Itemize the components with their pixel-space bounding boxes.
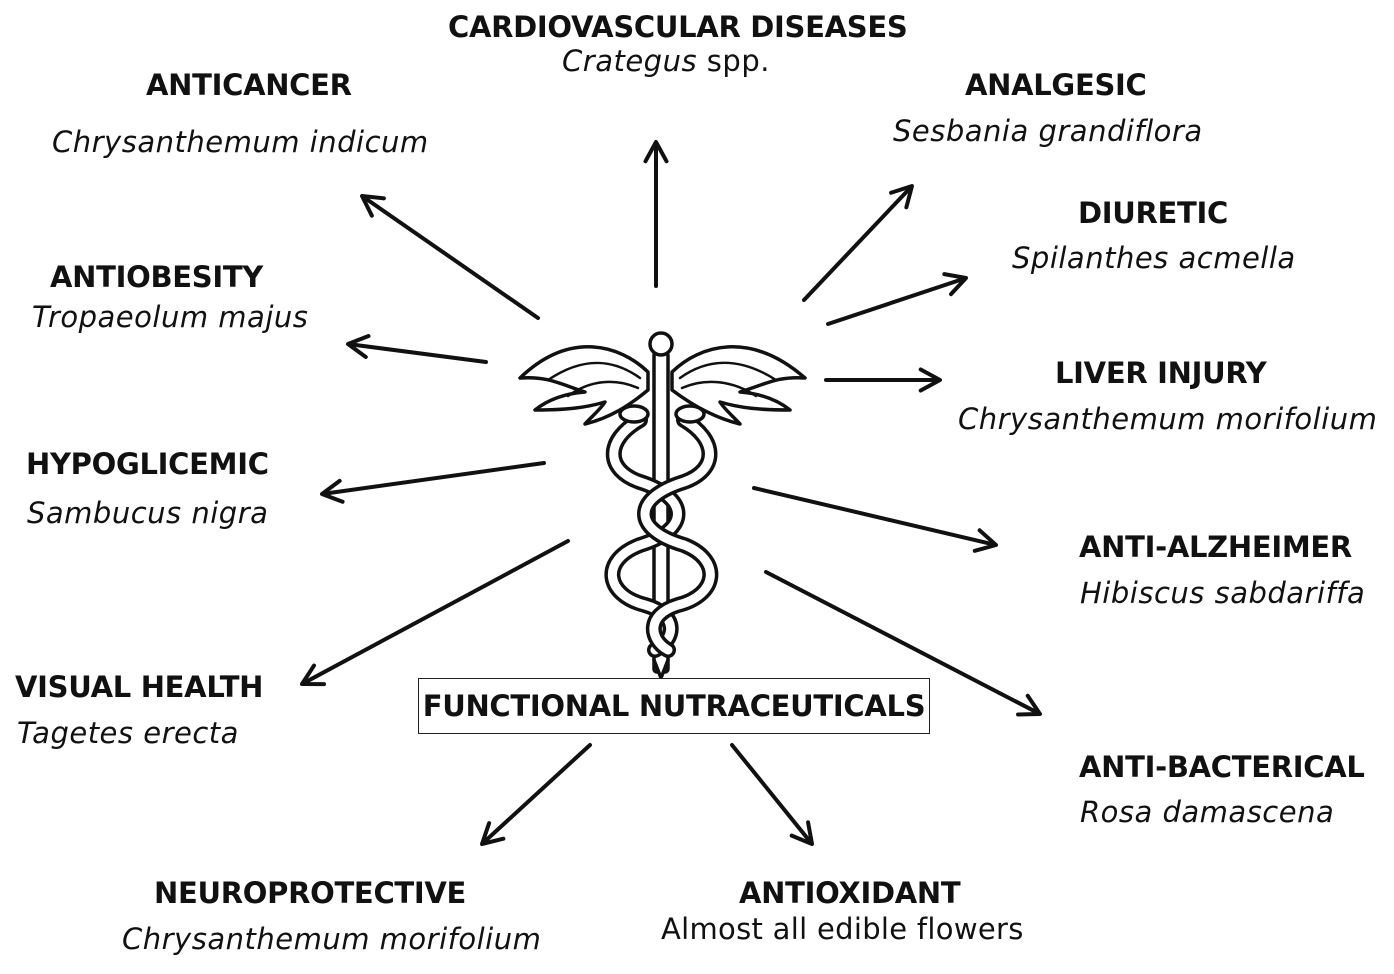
arrow-diuretic bbox=[826, 272, 968, 326]
title-hypoglicemic: HYPOGLICEMIC bbox=[26, 447, 269, 481]
arrow-shaft-antiobesity bbox=[347, 342, 488, 364]
arrow-head-antiobesity bbox=[346, 334, 371, 359]
arrow-head-neuro bbox=[480, 821, 506, 846]
arrow-head-liver bbox=[918, 367, 942, 393]
species-antioxidant: Almost all edible flowers bbox=[661, 912, 1024, 946]
arrow-shaft-diuretic bbox=[826, 276, 967, 326]
arrow-head-alzheimer bbox=[972, 528, 998, 553]
arrow-shaft-bacterial bbox=[764, 570, 1041, 716]
arrow-shaft-analgesic bbox=[802, 185, 913, 302]
arrow-anticancer bbox=[360, 194, 540, 320]
arrow-antioxidant bbox=[730, 743, 814, 846]
arrow-visual bbox=[300, 539, 570, 687]
title-alzheimer: ANTI-ALZHEIMER bbox=[1079, 530, 1352, 564]
arrow-head-bacterial bbox=[1016, 693, 1042, 717]
title-diuretic: DIURETIC bbox=[1078, 196, 1229, 230]
species-diuretic: Spilanthes acmella bbox=[1012, 241, 1296, 275]
arrow-shaft-anticancer bbox=[361, 195, 540, 320]
arrow-hypoglicemic bbox=[320, 461, 546, 504]
arrow-head-hypoglicemic bbox=[320, 478, 345, 504]
arrow-shaft-visual bbox=[301, 539, 570, 686]
arrow-head-visual bbox=[300, 663, 326, 687]
arrow-head-antioxidant bbox=[789, 820, 814, 846]
genus-cardiovascular: Crategus bbox=[562, 44, 698, 78]
title-neuro: NEUROPROTECTIVE bbox=[154, 876, 467, 910]
arrow-head-diuretic bbox=[942, 272, 968, 297]
title-visual: VISUAL HEALTH bbox=[15, 670, 264, 704]
arrow-head-analgesic bbox=[889, 184, 914, 210]
arrow-analgesic bbox=[802, 184, 914, 302]
title-bacterial: ANTI-BACTERICAL bbox=[1079, 750, 1365, 784]
arrow-antiobesity bbox=[346, 334, 488, 364]
species-bacterial: Rosa damascena bbox=[1080, 795, 1335, 829]
title-antiobesity: ANTIOBESITY bbox=[50, 260, 264, 294]
arrow-liver bbox=[824, 367, 942, 393]
species-liver: Chrysanthemum morifolium bbox=[958, 402, 1378, 436]
species-cardiovascular: Crategus spp. bbox=[448, 44, 884, 78]
species-antiobesity: Tropaeolum majus bbox=[32, 300, 309, 334]
label-cardiovascular: CARDIOVASCULAR DISEASES Crategus spp. bbox=[448, 10, 908, 78]
title-antioxidant: ANTIOXIDANT bbox=[739, 876, 961, 910]
species-visual: Tagetes erecta bbox=[17, 716, 239, 750]
species-hypoglicemic: Sambucus nigra bbox=[27, 496, 269, 530]
arrow-head-anticancer bbox=[360, 194, 386, 218]
arrow-cardiovascular bbox=[643, 140, 669, 288]
species-analgesic: Sesbania grandiflora bbox=[893, 114, 1203, 148]
arrow-shaft-hypoglicemic bbox=[321, 461, 546, 496]
species-anticancer: Chrysanthemum indicum bbox=[52, 125, 429, 159]
arrow-neuro bbox=[480, 743, 592, 846]
title-anticancer: ANTICANCER bbox=[146, 68, 352, 102]
arrow-head-cardiovascular bbox=[643, 140, 669, 164]
title-analgesic: ANALGESIC bbox=[965, 68, 1147, 102]
arrow-alzheimer bbox=[752, 486, 998, 553]
title-cardiovascular: CARDIOVASCULAR DISEASES bbox=[448, 10, 908, 44]
suffix-cardiovascular: spp. bbox=[697, 44, 770, 78]
arrow-shaft-alzheimer bbox=[752, 486, 997, 547]
arrow-shaft-neuro bbox=[481, 743, 592, 845]
arrow-shaft-antioxidant bbox=[730, 743, 813, 845]
center-box: FUNCTIONAL NUTRACEUTICALS bbox=[418, 678, 930, 734]
species-neuro: Chrysanthemum morifolium bbox=[122, 922, 542, 956]
species-alzheimer: Hibiscus sabdariffa bbox=[1080, 576, 1366, 610]
arrow-bacterial bbox=[764, 570, 1042, 717]
title-liver: LIVER INJURY bbox=[1055, 356, 1267, 390]
